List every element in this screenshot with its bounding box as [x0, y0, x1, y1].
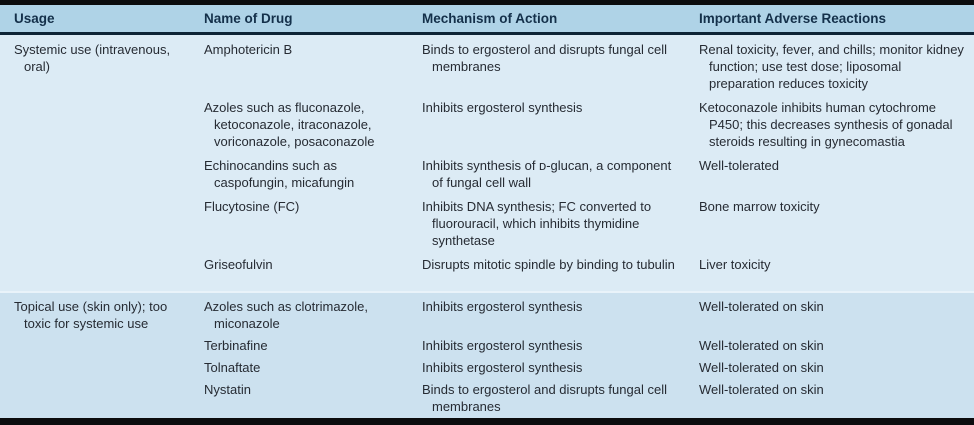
- cell-mechanism: Inhibits ergosterol synthesis: [422, 338, 583, 353]
- cell-drug: Tolnaftate: [204, 360, 261, 375]
- cell-mechanism: Inhibits DNA synthesis; FC converted to …: [422, 199, 652, 248]
- cell-usage-systemic: Systemic use (intravenous, oral): [14, 42, 171, 74]
- cell-drug: Griseofulvin: [204, 257, 273, 272]
- cell-drug: Terbinafine: [204, 338, 268, 353]
- table-top-border: [0, 0, 974, 5]
- cell-drug: Azoles such as clotrimazole, miconazole: [204, 299, 369, 331]
- column-header-usage: Usage: [14, 11, 55, 26]
- cell-mechanism: Binds to ergosterol and disrupts fungal …: [422, 382, 667, 414]
- cell-mechanism: Disrupts mitotic spindle by binding to t…: [422, 257, 675, 272]
- cell-mechanism: Binds to ergosterol and disrupts fungal …: [422, 42, 667, 74]
- cell-adverse-reactions: Well-tolerated on skin: [699, 299, 824, 314]
- cell-adverse-reactions: Well-tolerated: [699, 158, 779, 173]
- table-section-topical-use: Topical use (skin only); too toxic for s…: [0, 291, 974, 418]
- cell-drug: Amphotericin B: [204, 42, 293, 57]
- cell-adverse-reactions: Liver toxicity: [699, 257, 771, 272]
- cell-drug: Flucytosine (FC): [204, 199, 300, 214]
- column-header-name-of-drug: Name of Drug: [204, 11, 293, 26]
- cell-adverse-reactions: Well-tolerated on skin: [699, 360, 824, 375]
- cell-adverse-reactions: Well-tolerated on skin: [699, 338, 824, 353]
- table-header-row: Usage Name of Drug Mechanism of Action I…: [0, 5, 974, 35]
- cell-mechanism: Inhibits synthesis of ᴅ-glucan, a compon…: [422, 158, 672, 190]
- cell-drug: Azoles such as fluconazole, ketoconazole…: [204, 100, 375, 149]
- cell-adverse-reactions: Bone marrow toxicity: [699, 199, 820, 214]
- table-section-systemic-use: Systemic use (intravenous, oral) Amphote…: [0, 35, 974, 291]
- cell-drug: Nystatin: [204, 382, 251, 397]
- column-header-adverse-reactions: Important Adverse Reactions: [699, 11, 887, 26]
- cell-adverse-reactions: Renal toxicity, fever, and chills; monit…: [699, 42, 964, 91]
- table-bottom-border: [0, 418, 974, 425]
- cell-mechanism: Inhibits ergosterol synthesis: [422, 360, 583, 375]
- cell-usage-topical: Topical use (skin only); too toxic for s…: [14, 299, 168, 331]
- cell-mechanism: Inhibits ergosterol synthesis: [422, 100, 583, 115]
- column-header-mechanism: Mechanism of Action: [422, 11, 558, 26]
- cell-adverse-reactions: Ketoconazole inhibits human cytochrome P…: [699, 100, 953, 149]
- cell-drug: Echinocandins such as caspofungin, micaf…: [204, 158, 355, 190]
- cell-adverse-reactions: Well-tolerated on skin: [699, 382, 824, 397]
- cell-mechanism: Inhibits ergosterol synthesis: [422, 299, 583, 314]
